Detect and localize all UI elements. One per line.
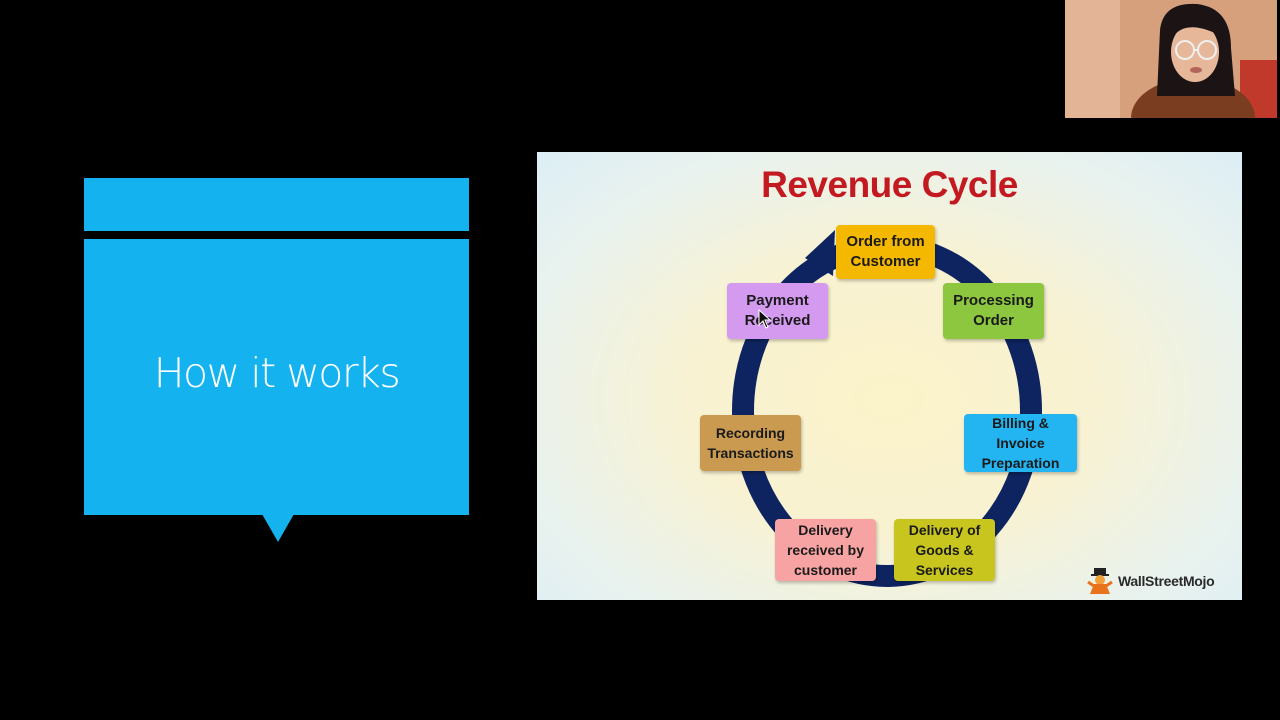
stage-label: Recording Transactions	[707, 425, 794, 461]
brand-name: WallStreetMojo	[1118, 573, 1215, 589]
mouse-cursor-icon	[758, 309, 772, 329]
cycle-ring	[732, 230, 1042, 587]
title-accent-bar	[84, 178, 469, 231]
stage-order-from-customer: Order from Customer	[836, 225, 935, 279]
stage-delivery-received-by-customer: Delivery received by customer	[775, 519, 876, 581]
mascot-icon	[1087, 568, 1113, 594]
stage-label: Payment Received	[744, 292, 811, 329]
stage-label: Order from Customer	[846, 233, 925, 270]
title-box	[84, 239, 469, 515]
stage-delivery-of-goods-services: Delivery of Goods & Services	[894, 519, 995, 581]
slide-title: How it works	[153, 349, 401, 397]
stage-label: Delivery received by customer	[786, 522, 865, 578]
diagram-title: Revenue Cycle	[761, 164, 1018, 205]
stage-label: Billing & Invoice Preparation	[981, 415, 1060, 471]
stage-billing-invoice-preparation: Billing & Invoice Preparation	[964, 414, 1077, 472]
stage-processing-order: Processing Order	[943, 283, 1044, 339]
stage-payment-received: Payment Received	[727, 283, 828, 339]
stage-label: Processing Order	[953, 292, 1034, 329]
webcam-video	[1065, 0, 1277, 118]
stage-label: Delivery of Goods & Services	[908, 522, 981, 578]
brand-logo: WallStreetMojo	[1085, 566, 1215, 596]
revenue-cycle-diagram: Revenue Cycle Order from Customer Proces…	[537, 152, 1242, 600]
title-box-pointer	[262, 514, 294, 542]
stage-recording-transactions: Recording Transactions	[700, 415, 801, 471]
